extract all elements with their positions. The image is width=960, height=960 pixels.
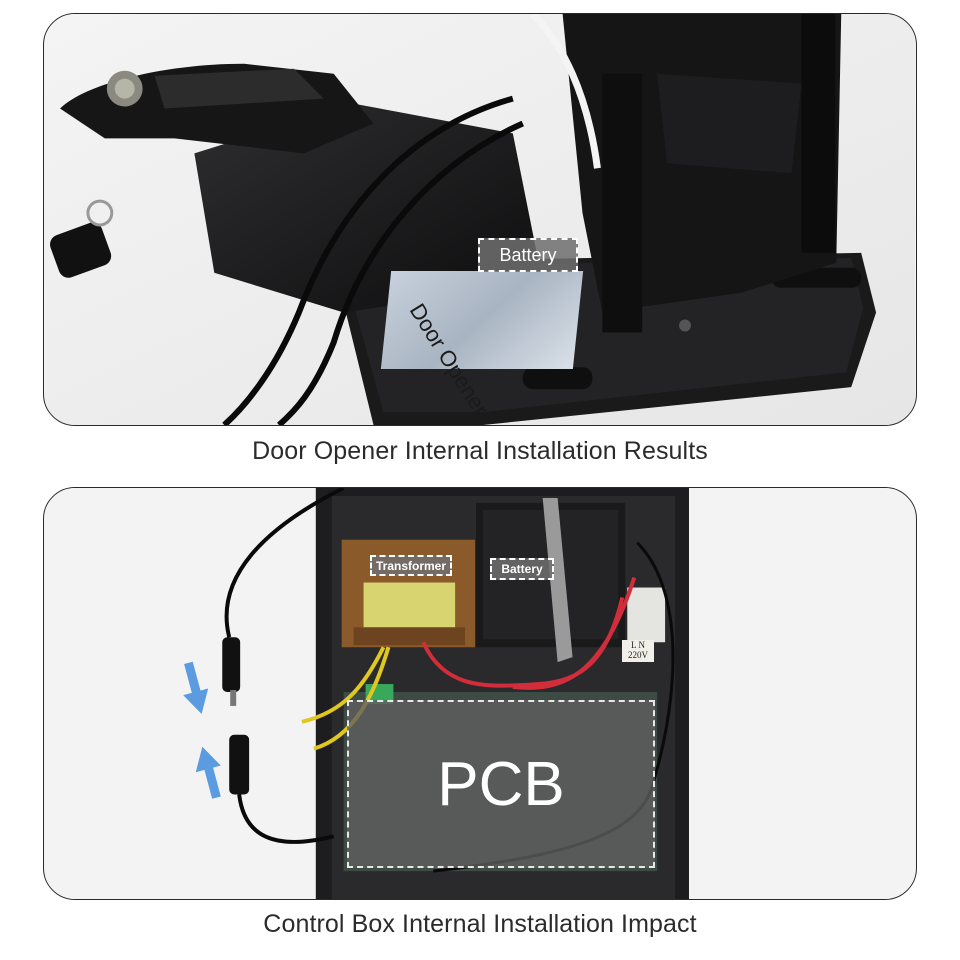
control-box-photo: Transformer Battery L N 220V PCB	[43, 487, 917, 900]
voltage-label: L N 220V	[622, 640, 654, 662]
power-cable	[222, 95, 514, 425]
door-opener-photo: Door Opener Battery	[43, 13, 917, 426]
transformer-tag: Transformer	[370, 555, 452, 576]
terminal-block	[627, 587, 666, 643]
arrow-up-icon	[195, 746, 221, 799]
dc-plug	[222, 637, 241, 693]
yellow-wire	[301, 646, 386, 724]
dc-jack	[229, 734, 250, 795]
caption-control-box: Control Box Internal Installation Impact	[263, 910, 697, 938]
white-cable	[530, 14, 601, 169]
caption-door-opener: Door Opener Internal Installation Result…	[252, 437, 708, 465]
pcb-tag: PCB	[347, 700, 655, 868]
dc-cable	[224, 488, 345, 638]
battery-tag: Battery	[478, 238, 578, 272]
battery-tag-bottom: Battery	[490, 558, 554, 580]
motor-housing	[194, 103, 543, 313]
key-icon	[50, 222, 112, 278]
arrow-down-icon	[183, 661, 209, 714]
steel-strap	[542, 497, 573, 663]
